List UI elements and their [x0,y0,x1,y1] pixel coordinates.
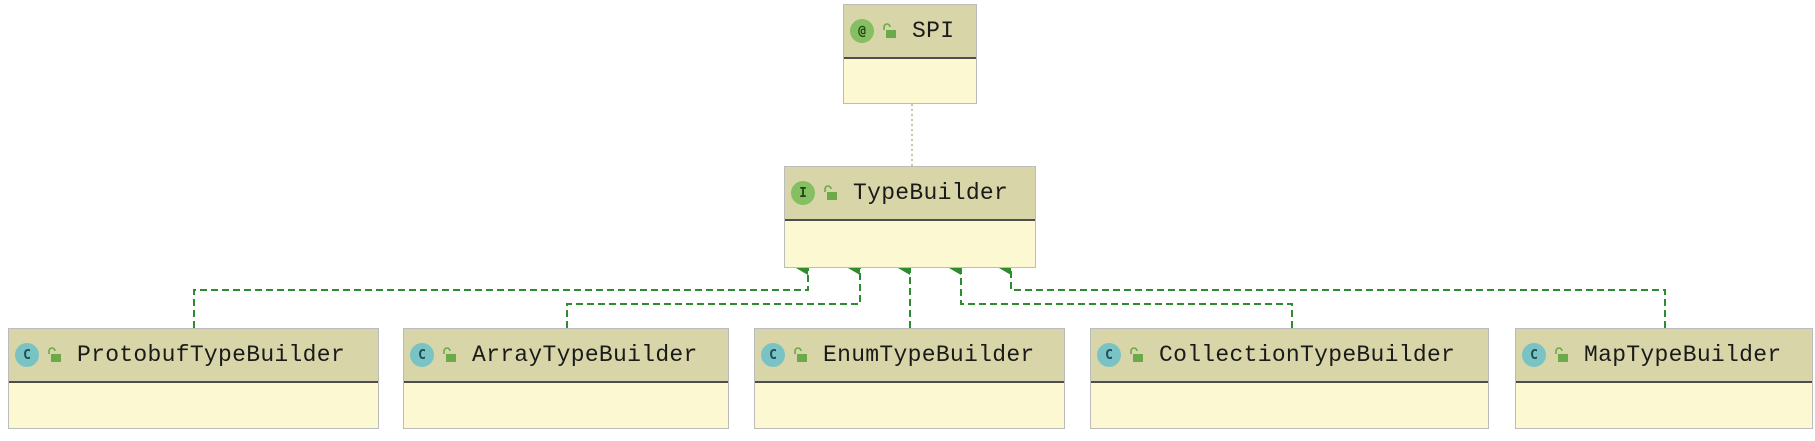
edge-collection-to-typebuilder [949,261,1293,328]
node-enum-type-builder[interactable]: C EnumTypeBuilder [754,328,1065,429]
node-enum-header: C EnumTypeBuilder [755,329,1064,383]
class-icon: C [1522,343,1546,367]
public-visibility-icon [883,23,896,38]
class-icon: C [15,343,39,367]
node-map-header: C MapTypeBuilder [1516,329,1812,383]
public-visibility-icon [1130,347,1143,362]
class-icon: C [410,343,434,367]
public-visibility-icon [824,185,837,200]
node-collection-label: CollectionTypeBuilder [1159,342,1456,368]
node-map-type-builder[interactable]: C MapTypeBuilder [1515,328,1813,429]
public-visibility-icon [794,347,807,362]
class-icon: C [761,343,785,367]
class-icon: C [1097,343,1121,367]
edge-map-to-typebuilder [999,261,1666,328]
node-collection-header: C CollectionTypeBuilder [1091,329,1488,383]
edge-protobuf-to-typebuilder [193,261,809,328]
edge-array-to-typebuilder [566,261,861,328]
node-spi[interactable]: @ SPI [843,4,977,104]
node-array-type-builder[interactable]: C ArrayTypeBuilder [403,328,729,429]
public-visibility-icon [443,347,456,362]
node-protobuf-type-builder[interactable]: C ProtobufTypeBuilder [8,328,379,429]
node-spi-label: SPI [912,18,955,44]
node-array-header: C ArrayTypeBuilder [404,329,728,383]
node-protobuf-header: C ProtobufTypeBuilder [9,329,378,383]
public-visibility-icon [1555,347,1568,362]
node-typebuilder-label: TypeBuilder [853,180,1009,206]
node-array-label: ArrayTypeBuilder [472,342,698,368]
node-spi-header: @ SPI [844,5,976,59]
node-protobuf-label: ProtobufTypeBuilder [77,342,345,368]
interface-icon: I [791,181,815,205]
node-map-label: MapTypeBuilder [1584,342,1782,368]
node-typebuilder[interactable]: I TypeBuilder [784,166,1036,268]
node-enum-label: EnumTypeBuilder [823,342,1035,368]
node-collection-type-builder[interactable]: C CollectionTypeBuilder [1090,328,1489,429]
node-typebuilder-header: I TypeBuilder [785,167,1035,221]
public-visibility-icon [48,347,61,362]
annotation-icon: @ [850,19,874,43]
